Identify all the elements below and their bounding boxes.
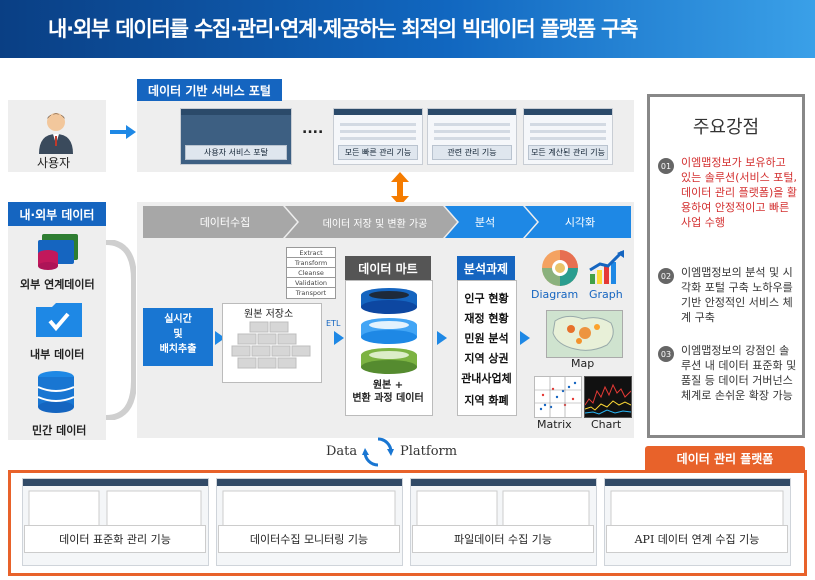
viz-label: Map xyxy=(571,357,595,370)
external-data-icon xyxy=(34,232,82,272)
portal-ellipsis: .... xyxy=(302,121,324,137)
portal-screen-1: 사용자 서비스 포탈 xyxy=(180,108,292,165)
user-to-portal-arrow xyxy=(110,130,128,134)
sources-bracket xyxy=(105,239,137,421)
bidirectional-arrow-icon xyxy=(391,172,409,206)
user-label: 사용자 xyxy=(37,156,71,170)
strengths-panel xyxy=(647,94,805,438)
datamart-arrow xyxy=(437,331,447,345)
matrix-icon xyxy=(534,376,582,418)
source-label: 외부 연계데이터 xyxy=(20,278,95,291)
strengths-title: 주요강점 xyxy=(692,117,760,138)
raw-store-label: 원본 저장소 xyxy=(244,309,294,320)
management-screenshot xyxy=(410,478,597,566)
analysis-arrow xyxy=(520,331,530,345)
analysis-task: 인구 현황 xyxy=(464,292,509,305)
platform-right-label: Platform xyxy=(400,444,458,459)
portal-screen-3: 관련 관리 기능 xyxy=(427,108,517,165)
user-to-portal-arrowhead xyxy=(126,125,136,139)
analysis-task: 재정 현황 xyxy=(464,312,509,325)
management-item: 데이터 표준화 관리 기능 xyxy=(24,525,206,553)
strength-number: 03 xyxy=(658,346,674,362)
datamart-header: 데이터 마트 xyxy=(345,256,431,280)
portal-header: 데이터 기반 서비스 포털 xyxy=(137,79,282,101)
analysis-header: 분석과제 xyxy=(457,256,515,280)
pipeline-step-viz: 시각화 xyxy=(564,216,596,229)
page-title: 내·외부 데이터를 수집·관리·연계·제공하는 최적의 빅데이터 플랫폼 구축 xyxy=(48,17,638,41)
management-header: 데이터 관리 플랫폼 xyxy=(676,452,774,466)
analysis-task: 지역 상권 xyxy=(464,352,509,365)
portal-screen-caption: 모든 빠른 관리 기능 xyxy=(338,145,418,160)
pipeline-chevrons xyxy=(143,206,631,238)
portal-screen-4: 모든 계산된 관리 기능 xyxy=(523,108,613,165)
viz-label: Chart xyxy=(591,418,622,431)
strength-text: 이엠맵정보가 보유하고 있는 솔루션(서비스 포털, 데이터 관리 플랫폼)을 … xyxy=(681,156,797,229)
analysis-task: 지역 화폐 xyxy=(464,394,509,407)
management-item: 파일데이터 수집 기능 xyxy=(412,525,594,553)
portal-screen-caption: 모든 계산된 관리 기능 xyxy=(528,145,608,160)
strength-number: 02 xyxy=(658,268,674,284)
strength-number: 01 xyxy=(658,158,674,174)
etl-step: Transport xyxy=(286,287,336,299)
collect-label: 실시간 및 배치추출 xyxy=(159,314,197,355)
platform-left-label: Data xyxy=(326,444,358,459)
etl-label: ETL xyxy=(326,319,341,328)
pipeline-step-store: 데이터 저장 및 변환 가공 xyxy=(322,218,428,230)
source-label: 민간 데이터 xyxy=(32,424,87,437)
pipeline-step-collect: 데이터수집 xyxy=(199,216,251,229)
analysis-panel xyxy=(457,280,517,416)
viz-label: Diagram xyxy=(531,288,579,301)
private-data-db-icon xyxy=(36,370,76,414)
chart-icon xyxy=(584,376,632,418)
title-banner xyxy=(0,0,815,58)
portal-screen-2: 모든 빠른 관리 기능 xyxy=(333,108,423,165)
datamart-disk-icon xyxy=(358,285,420,375)
user-icon xyxy=(36,110,76,154)
graph-icon xyxy=(588,250,626,286)
strength-text: 이엠맵정보의 분석 및 시각화 포털 구축 노하우를 기반 안정적인 서비스 체… xyxy=(681,266,793,324)
strength-text: 이엠맵정보의 강점인 솔루션 내 데이터 표준화 및 품질 등 데이터 거버넌스… xyxy=(681,344,797,402)
source-label: 내부 데이터 xyxy=(30,348,85,361)
collect-box xyxy=(143,308,213,366)
portal-screen-caption: 관련 관리 기능 xyxy=(432,145,512,160)
raw-store-cubes-icon xyxy=(228,318,316,378)
analysis-task: 관내사업체 xyxy=(461,372,512,385)
datamart-caption: 원본 + 변환 과정 데이터 xyxy=(352,380,424,404)
viz-label: Matrix xyxy=(537,418,572,431)
sources-header: 내·외부 데이터 xyxy=(8,202,106,226)
map-icon xyxy=(546,310,623,358)
portal-screen-caption: 사용자 서비스 포탈 xyxy=(185,145,287,160)
pipeline-step-analysis: 분석 xyxy=(474,216,496,229)
management-item: API 데이터 연계 수집 기능 xyxy=(606,525,788,553)
cycle-icon xyxy=(362,436,394,468)
collect-arrow xyxy=(215,331,225,345)
diagram-icon xyxy=(538,248,582,288)
viz-label: Graph xyxy=(589,288,623,301)
internal-data-folder-icon xyxy=(36,301,82,339)
etl-arrow xyxy=(334,331,344,345)
analysis-task: 민원 분석 xyxy=(464,332,509,345)
management-item: 데이터수집 모니터링 기능 xyxy=(218,525,400,553)
management-header-tab xyxy=(645,446,805,470)
